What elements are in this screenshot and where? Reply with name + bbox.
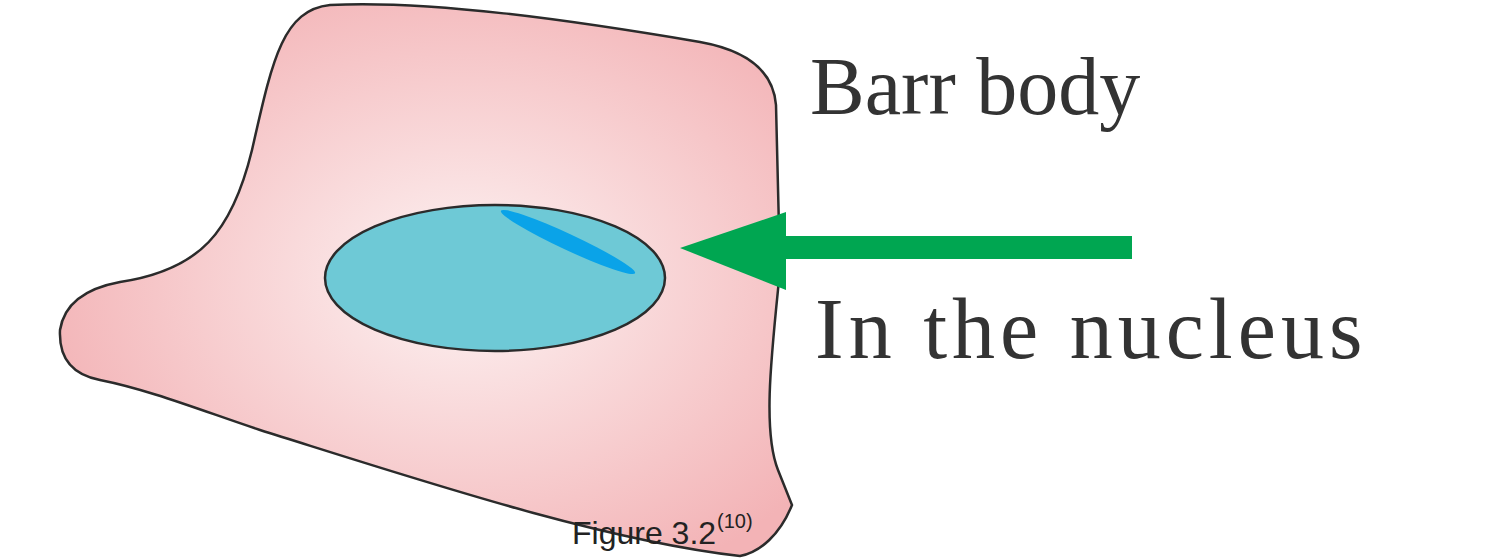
figure-caption: Figure 3.2 xyxy=(572,516,716,551)
arrow-head xyxy=(680,212,786,290)
citation-number: (10) xyxy=(717,510,753,532)
cell-outline xyxy=(60,4,792,556)
label-text: In the nucleus xyxy=(815,282,1367,377)
nucleus xyxy=(325,205,665,351)
label-text: Barr body xyxy=(810,42,1140,132)
barr-body xyxy=(498,203,639,280)
arrow-shaft xyxy=(780,236,1132,259)
